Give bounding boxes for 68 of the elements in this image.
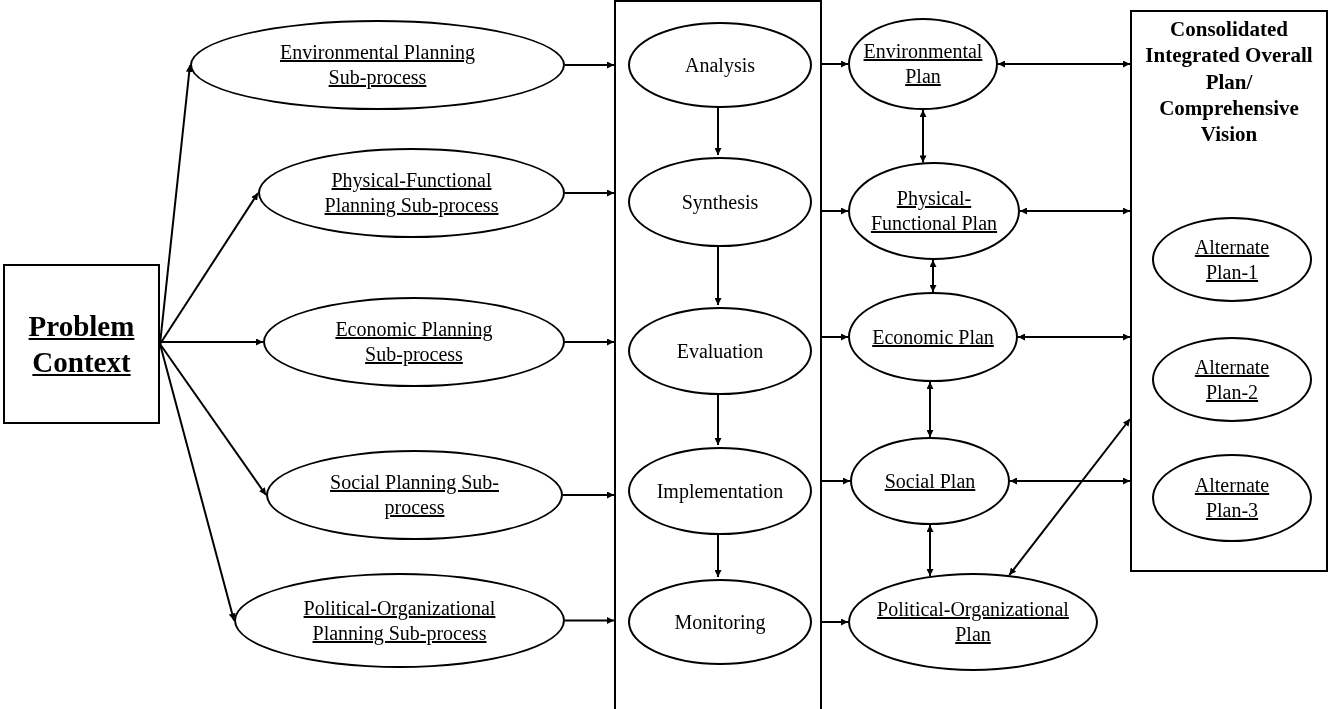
arrow <box>926 380 934 438</box>
process-ellipse <box>628 22 812 108</box>
node-label: Political-Organizational Planning Sub-process <box>302 595 497 646</box>
node-label: Environmental Plan <box>862 39 984 89</box>
arrow <box>564 617 615 624</box>
process-ellipse <box>848 162 1020 260</box>
process-ellipse <box>190 20 565 110</box>
arrow <box>1019 207 1131 215</box>
node-label: Monitoring <box>673 609 767 635</box>
arrow <box>1017 333 1131 341</box>
process-ellipse <box>848 573 1098 671</box>
node-label: Implementation <box>655 478 785 504</box>
arrow <box>919 109 927 164</box>
process-ellipse <box>848 292 1018 382</box>
node-label: Alternate Plan-2 <box>1193 354 1271 405</box>
arrow <box>821 60 849 68</box>
node-label: Political-Organizational Plan <box>876 597 1070 647</box>
process-ellipse <box>628 579 812 665</box>
process-ellipse <box>628 157 812 247</box>
arrow <box>714 392 722 446</box>
arrow <box>1009 477 1131 485</box>
arrow <box>1008 418 1131 577</box>
node-label: Synthesis <box>680 189 760 215</box>
process-ellipse <box>628 307 812 395</box>
node-label: Economic Planning Sub-process <box>334 317 494 367</box>
stage-panel <box>614 0 822 709</box>
arrow <box>714 105 722 156</box>
process-ellipse <box>850 437 1010 525</box>
node-label: Environmental Planning Sub-process <box>279 40 476 90</box>
arrow <box>564 189 615 197</box>
arrow <box>159 343 236 622</box>
arrow <box>159 192 259 345</box>
process-ellipse <box>266 450 563 540</box>
arrow <box>159 343 267 496</box>
node-label: Evaluation <box>675 338 765 364</box>
arrow <box>926 524 934 577</box>
process-ellipse <box>234 573 565 668</box>
arrow <box>997 60 1131 68</box>
arrow <box>821 618 849 626</box>
node-label: Alternate Plan-1 <box>1193 234 1271 285</box>
node-label: Physical-Functional Plan <box>869 186 999 236</box>
node-label: Physical-Functional Planning Sub-process <box>323 168 500 218</box>
arrow <box>821 477 851 485</box>
arrow <box>562 491 615 499</box>
arrow <box>564 338 615 346</box>
node-label: Social Plan <box>883 468 977 494</box>
process-ellipse <box>628 447 812 535</box>
process-ellipse <box>258 148 565 238</box>
node-label: Alternate Plan-3 <box>1193 473 1271 523</box>
arrow <box>714 532 722 578</box>
arrow <box>929 259 937 293</box>
arrow <box>821 333 849 341</box>
node-label: Problem Context <box>27 308 136 380</box>
arrow <box>821 207 849 215</box>
process-ellipse <box>1152 217 1312 302</box>
arrow <box>159 338 264 346</box>
process-ellipse <box>263 297 565 387</box>
process-ellipse <box>1152 454 1312 542</box>
arrow <box>714 244 722 306</box>
process-ellipse <box>848 18 998 110</box>
arrow <box>564 61 615 69</box>
process-box <box>3 264 160 424</box>
node-label: Analysis <box>684 52 756 78</box>
node-label: Social Planning Sub-process <box>329 470 500 520</box>
node-label: Economic Plan <box>871 324 995 350</box>
process-box <box>1130 10 1328 572</box>
panel-heading: Consolidated Integrated Overall Plan/ Comprehensive Vision <box>1144 16 1314 148</box>
process-ellipse <box>1152 337 1312 422</box>
